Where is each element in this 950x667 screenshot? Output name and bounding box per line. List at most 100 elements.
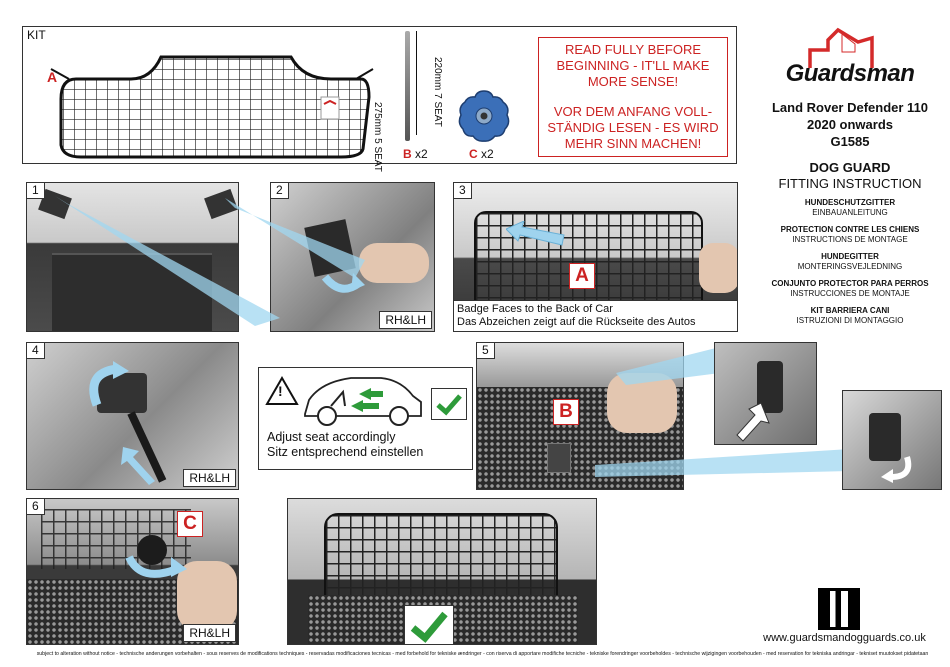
guard-mesh (41, 509, 191, 569)
language-list: HUNDESCHUTZGITTER EINBAUANLEITUNG PROTEC… (760, 198, 940, 326)
step-5-detail-upper (714, 342, 817, 445)
read-notice: READ FULLY BEFORE BEGINNING - IT'LL MAKE… (538, 37, 728, 157)
seat-note: ! Adjust seat accordingly Sitz entsprech… (258, 367, 473, 470)
bracket (869, 413, 901, 461)
notice-en-1: READ FULLY BEFORE (564, 42, 702, 57)
step-6-photo: 6 C RH&LH (26, 498, 239, 645)
part-c-qty: x2 (481, 147, 494, 161)
step-3-caption: Badge Faces to the Back of Car Das Abzei… (454, 300, 737, 331)
step-2-side: RH&LH (379, 311, 432, 329)
part-b-qty: x2 (415, 147, 428, 161)
notice-de-1: VOR DEM ANFANG VOLL- (553, 104, 713, 119)
step-4-photo: 4 RH&LH (26, 342, 239, 490)
rotate-arrow-icon (881, 456, 912, 483)
dimension-bar (405, 31, 410, 141)
step-6-side: RH&LH (183, 624, 236, 642)
car-seat-icon (304, 377, 422, 426)
product-code: G1585 (830, 134, 870, 149)
step-4-number: 4 (27, 343, 45, 359)
up-arrow-icon (736, 402, 770, 442)
seat-note-text: Adjust seat accordingly Sitz entsprechen… (267, 430, 423, 460)
guard-mesh (324, 513, 558, 599)
seat-7-dimension: 220mm 7 SEAT (432, 57, 443, 127)
seat-note-en: Adjust seat accordingly (267, 430, 396, 444)
step-1-number: 1 (27, 183, 45, 199)
direction-arrow-icon (506, 221, 565, 246)
hand (177, 561, 237, 631)
fitted-guard-photo (287, 498, 597, 645)
step-3-label: A (569, 263, 595, 289)
hand (607, 373, 677, 433)
hand (359, 243, 429, 283)
step-1-photo: 1 (26, 182, 239, 332)
lang-sub: ISTRUZIONI DI MONTAGGIO (796, 316, 904, 325)
doc-type: FITTING INSTRUCTION (778, 176, 922, 191)
vehicle-years: 2020 onwards (807, 117, 893, 132)
notice-de-3: MEHR SINN MACHEN! (564, 136, 702, 151)
caption-de: Das Abzeichen zeigt auf die Rückseite de… (457, 316, 696, 328)
hand (699, 243, 737, 293)
knob (137, 535, 167, 565)
caption-en: Badge Faces to the Back of Car (457, 303, 613, 315)
guard-illustration (41, 49, 381, 159)
lang-title: KIT BARRIERA CANI (810, 306, 890, 315)
rotate-arrow-icon (89, 361, 129, 407)
step-6-label: C (177, 511, 203, 537)
part-a-label: A (47, 69, 58, 85)
step-2-number: 2 (271, 183, 289, 199)
lang-title: PROTECTION CONTRE LES CHIENS (780, 225, 920, 234)
brand-logo: Guardsman (780, 20, 920, 90)
step-6-number: 6 (27, 499, 45, 515)
step-3-number: 3 (454, 183, 472, 199)
step-2-photo: 2 RH&LH (270, 182, 435, 332)
part-c-row: C x2 (469, 147, 494, 161)
bracket (547, 443, 571, 473)
mount-bracket (97, 373, 147, 413)
lang-block: HUNDESCHUTZGITTER EINBAUANLEITUNG (760, 198, 940, 218)
kit-panel: KIT A 275mm 5 SEAT 220mm 7 SEAT B x2 (22, 26, 737, 172)
lang-sub: INSTRUCTIONS DE MONTAGE (792, 235, 908, 244)
step-5-number: 5 (477, 343, 495, 359)
lang-sub: EINBAUANLEITUNG (812, 208, 888, 217)
qr-code (818, 588, 860, 630)
seat-note-de: Sitz entsprechend einstellen (267, 445, 424, 459)
lang-title: HUNDEGITTER (821, 252, 879, 261)
lang-title: HUNDESCHUTZGITTER (804, 198, 896, 207)
step-4-side: RH&LH (183, 469, 236, 487)
step-5-beam (595, 347, 850, 477)
notice-de-2: STÄNDIG LESEN - ES WIRD (547, 120, 719, 135)
notice-en-2: BEGINNING - IT'LL MAKE (556, 58, 710, 73)
rear-seats (52, 253, 212, 331)
kit-label: KIT (27, 28, 46, 42)
dimension-arrow (416, 31, 417, 135)
lang-block: HUNDEGITTER MONTERINGSVEJLEDNING (760, 252, 940, 272)
step-5-label: B (553, 399, 579, 425)
step-3-photo: 3 A Badge Faces to the Back of Car Das A… (453, 182, 738, 332)
warning-mark: ! (278, 383, 283, 399)
legal-footer: subject to alteration without notice - t… (36, 651, 929, 657)
product-name: DOG GUARD (809, 160, 891, 175)
step-5-detail-lower (842, 390, 942, 490)
knob-icon (455, 87, 513, 145)
lang-title: CONJUNTO PROTECTOR PARA PERROS (771, 279, 929, 288)
check-icon (404, 605, 454, 644)
website: www.guardsmandogguards.co.uk (763, 632, 926, 644)
notice-en-3: MORE SENSE! (587, 74, 679, 89)
lang-sub: MONTERINGSVEJLEDNING (797, 262, 903, 271)
up-arrow-icon (121, 447, 155, 485)
part-c-label: C (469, 147, 478, 161)
rotate-arrow-icon (321, 273, 365, 293)
product-header: Land Rover Defender 110 2020 onwards G15… (760, 99, 940, 192)
part-b-label: B (403, 147, 412, 161)
lang-block: PROTECTION CONTRE LES CHIENS INSTRUCTION… (760, 225, 940, 245)
warning-icon (265, 376, 299, 405)
step-1-2-beam (55, 196, 365, 326)
check-icon (431, 388, 467, 420)
lang-sub: INSTRUCCIONES DE MONTAJE (790, 289, 910, 298)
lang-block: CONJUNTO PROTECTOR PARA PERROS INSTRUCCI… (760, 279, 940, 299)
brand-name: Guardsman (785, 60, 915, 87)
vehicle-name: Land Rover Defender 110 (771, 100, 929, 115)
lang-block: KIT BARRIERA CANI ISTRUZIONI DI MONTAGGI… (760, 306, 940, 326)
rotate-arrow-icon (125, 555, 187, 578)
part-b-row: B x2 (403, 147, 428, 161)
